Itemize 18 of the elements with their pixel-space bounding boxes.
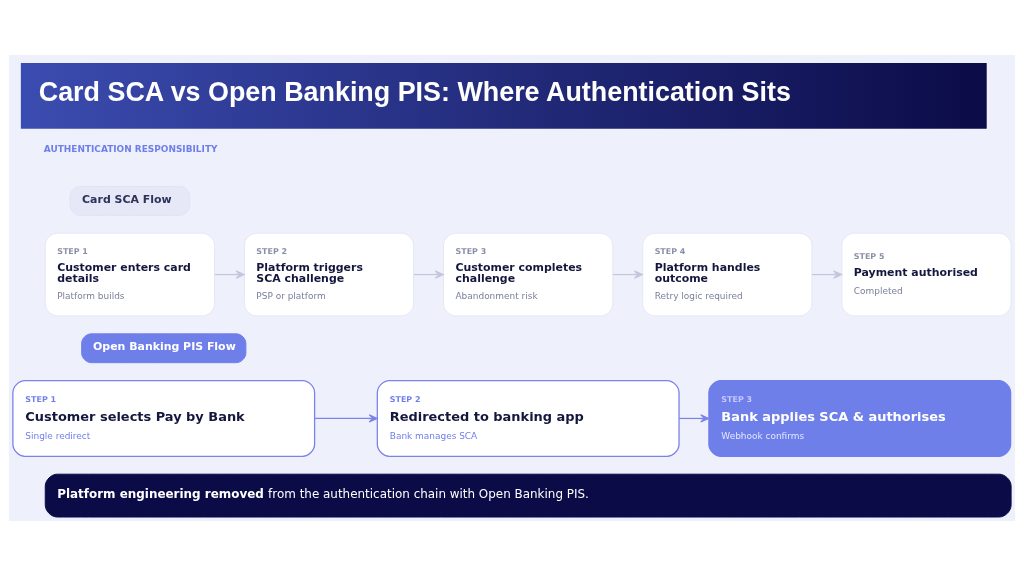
- arrow: [413, 270, 444, 279]
- node-box: STEP 5 Payment authorised Completed: [841, 232, 1012, 317]
- node-box: STEP 4 Platform handles outcome Retry logic required: [642, 232, 813, 317]
- node-box: STEP 3 Customer completes challenge Abandonment risk: [443, 232, 614, 317]
- arrow: [612, 270, 644, 279]
- node-box: Open Banking PIS Flow: [81, 333, 247, 364]
- node-box: STEP 2 Redirected to banking app Bank manages SCA: [376, 379, 680, 457]
- arrow: [214, 270, 245, 279]
- arrow: [314, 414, 378, 423]
- label: AUTHENTICATION RESPONSIBILITY: [43, 143, 218, 154]
- arrow: [678, 414, 710, 423]
- diagram-title: Card SCA vs Open Banking PIS: Where Authentication Sits: [38, 77, 791, 108]
- node-box: STEP 2 Platform triggers SCA challenge PSP or platform: [243, 232, 415, 317]
- node-box: STEP 1 Customer enters card details Platform builds: [44, 232, 216, 317]
- node-box: STEP 3 Bank applies SCA & authorises Webhook confirms: [708, 379, 1012, 457]
- node-box: STEP 1 Customer selects Pay by Bank Single redirect: [12, 379, 316, 457]
- arrow: [811, 270, 843, 279]
- node-box: Platform engineering removed from the authentication chain with Open Banking PIS.: [44, 473, 1012, 518]
